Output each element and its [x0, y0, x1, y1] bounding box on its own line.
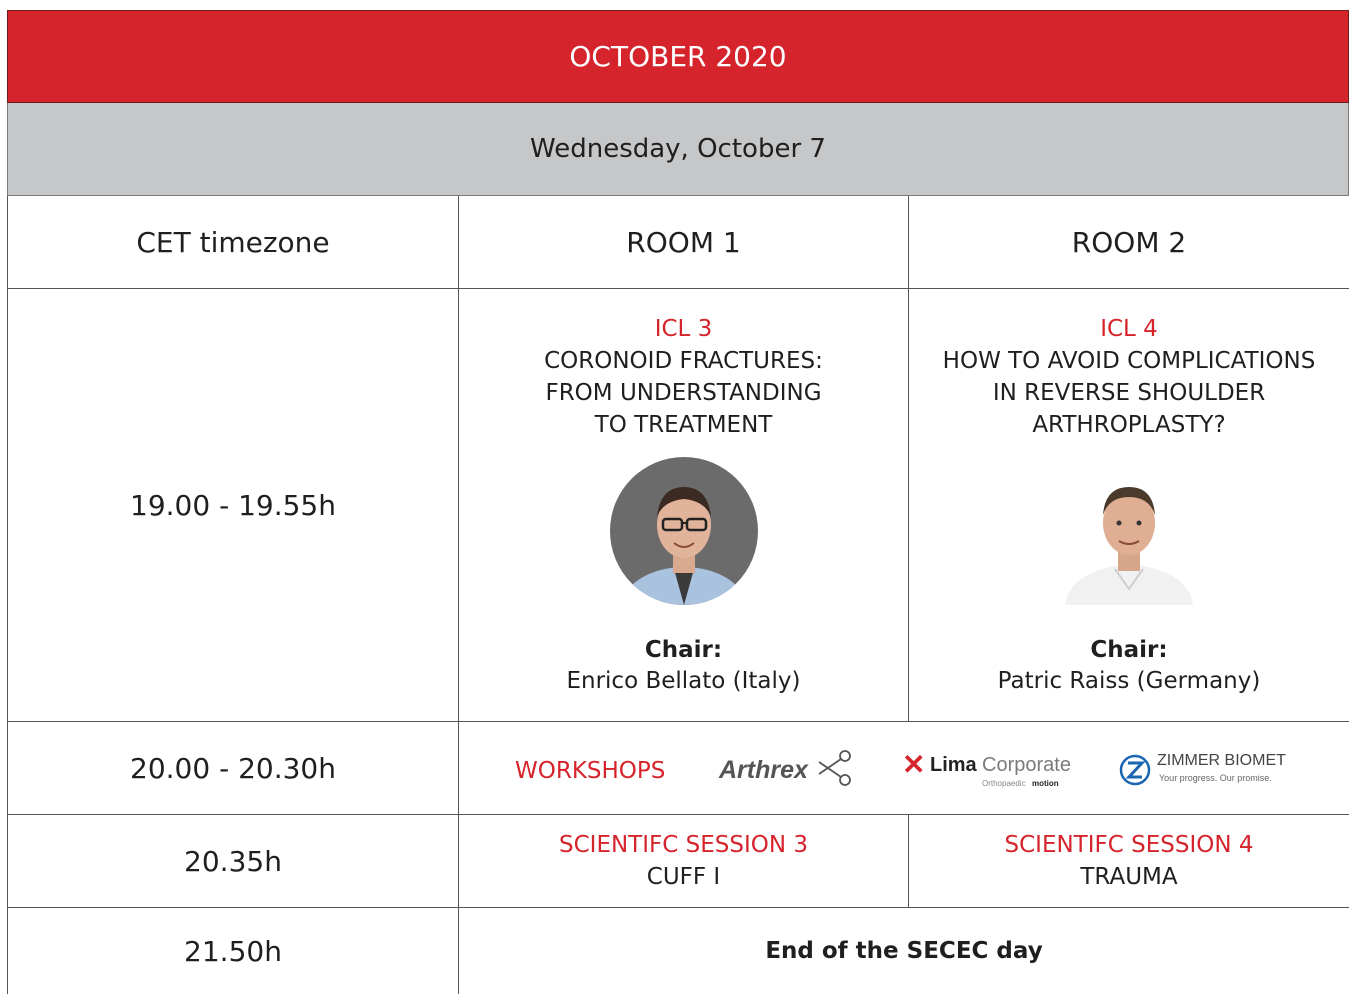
chair-name: Patric Raiss (Germany) [997, 668, 1261, 694]
zimmer-tagline: Your progress. Our promise. [1159, 773, 1272, 783]
lima-tagline: Orthopaedic [982, 779, 1026, 788]
session4-code: SCIENTIFC SESSION 4 [1004, 832, 1254, 858]
end-cell: End of the SECEC day [458, 908, 1349, 994]
icl4-title-line: IN REVERSE SHOULDER [992, 380, 1266, 406]
workshops-time: 20.00 - 20.30h [130, 751, 336, 785]
session4-cell: SCIENTIFC SESSION 4 TRAUMA [908, 815, 1349, 908]
icl3-title-line: TO TREATMENT [594, 412, 773, 438]
day-banner: Wednesday, October 7 [7, 103, 1349, 196]
end-time-cell: 21.50h [7, 908, 458, 994]
icl4-cell: ICL 4 HOW TO AVOID COMPLICATIONS IN REVE… [908, 289, 1349, 722]
icl3-title-line: FROM UNDERSTANDING [545, 380, 822, 406]
lima-corporate-logo: ✕ Lima Corporate Orthopaedic motion [902, 749, 1087, 800]
room2-header-label: ROOM 2 [1071, 225, 1187, 259]
session4-title: TRAUMA [1080, 864, 1178, 890]
zimmer-text: ZIMMER BIOMET [1157, 752, 1286, 769]
icl4-title-line: HOW TO AVOID COMPLICATIONS [942, 348, 1316, 374]
chair-label: Chair: [1090, 637, 1168, 663]
month-banner: OCTOBER 2020 [7, 10, 1349, 103]
workshops-time-cell: 20.00 - 20.30h [7, 722, 458, 815]
lima-light-text: Corporate [982, 754, 1071, 776]
icl3-title-line: CORONOID FRACTURES: [544, 348, 823, 374]
zimmer-biomet-logo: ZIMMER BIOMET Your progress. Our promise… [1119, 752, 1319, 800]
icl3-cell: ICL 3 CORONOID FRACTURES: FROM UNDERSTAN… [458, 289, 908, 722]
scissors-icon [818, 750, 851, 786]
chair-label: Chair: [644, 637, 723, 663]
workshops-label: WORKSHOPS [515, 758, 666, 784]
chair-name: Enrico Bellato (Italy) [566, 668, 801, 694]
schedule-table: OCTOBER 2020 Wednesday, October 7 CET ti… [7, 10, 1349, 994]
session3-title: CUFF I [646, 864, 721, 890]
room1-column-header: ROOM 1 [458, 196, 908, 289]
end-text: End of the SECEC day [765, 938, 1043, 964]
end-time: 21.50h [184, 934, 282, 968]
icl4-title-line: ARTHROPLASTY? [1032, 412, 1226, 438]
session3-cell: SCIENTIFC SESSION 3 CUFF I [458, 815, 908, 908]
arthrex-logo: Arthrex [719, 748, 859, 790]
chair-photo-bellato [609, 457, 758, 605]
chair-photo-raiss [1055, 457, 1203, 649]
icl-time-cell: 19.00 - 19.55h [7, 289, 458, 722]
scientific-time: 20.35h [184, 844, 282, 878]
lima-x-icon: ✕ [902, 749, 926, 780]
room2-column-header: ROOM 2 [908, 196, 1349, 289]
arthrex-logo-text: Arthrex [719, 756, 808, 784]
time-header-label: CET timezone [136, 225, 330, 259]
zimmer-z-icon [1119, 754, 1151, 786]
icl4-code: ICL 4 [1100, 316, 1158, 342]
scientific-time-cell: 20.35h [7, 815, 458, 908]
room1-header-label: ROOM 1 [626, 225, 741, 259]
workshops-cell: WORKSHOPS Arthrex ✕ Lima Corporate Ortho… [458, 722, 1349, 815]
lima-bold-text: Lima [930, 754, 977, 776]
icl-time: 19.00 - 19.55h [130, 488, 336, 522]
session3-code: SCIENTIFC SESSION 3 [559, 832, 808, 858]
icl3-code: ICL 3 [654, 316, 713, 342]
lima-tagline-motion: motion [1032, 779, 1059, 788]
time-column-header: CET timezone [7, 196, 458, 289]
